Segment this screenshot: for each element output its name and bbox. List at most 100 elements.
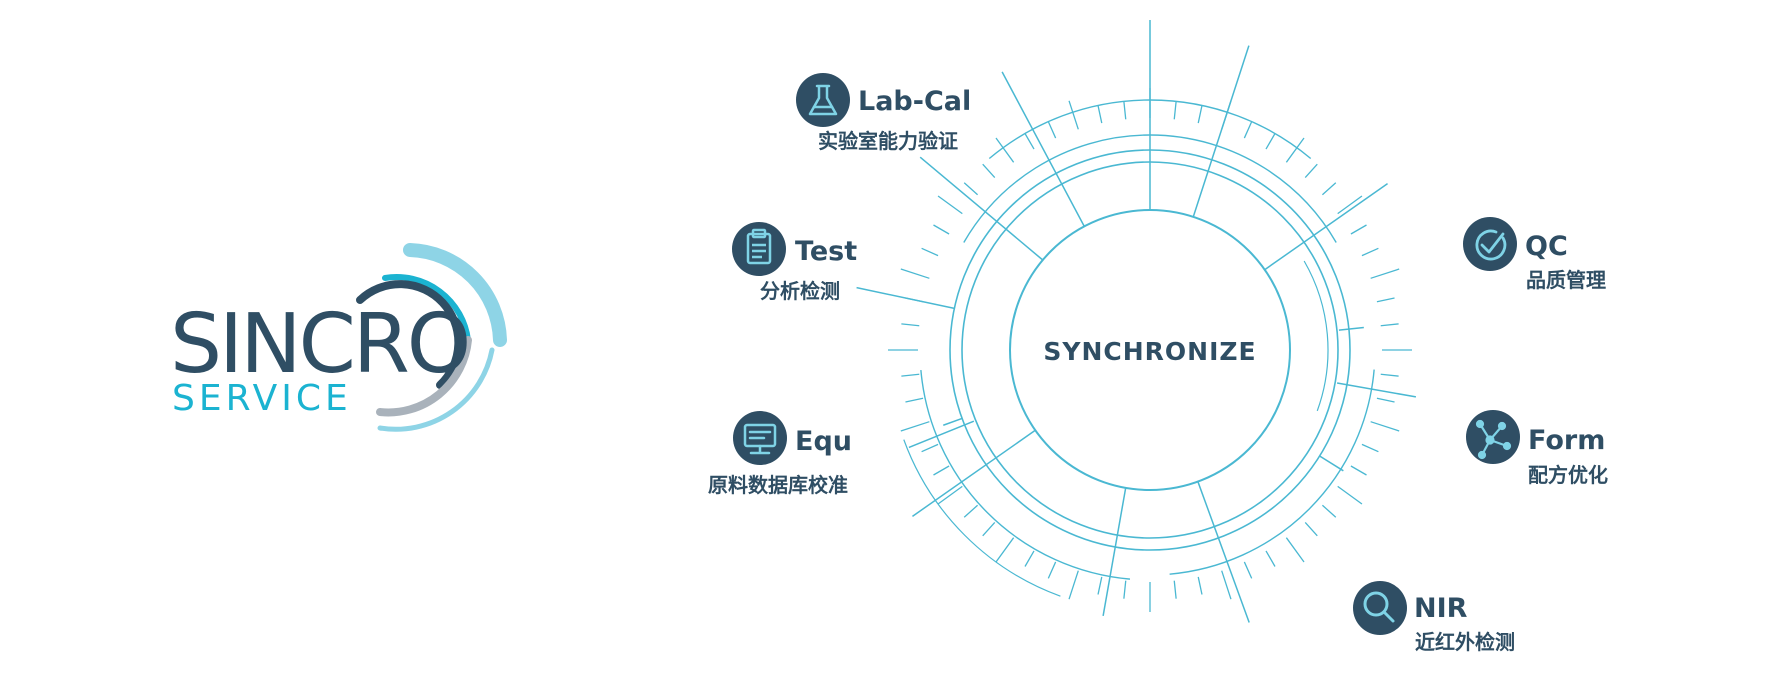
ring-tick (1097, 105, 1103, 124)
ring-tick (995, 537, 1015, 563)
nir-badge (1353, 581, 1407, 635)
ring-tick (900, 268, 930, 279)
center-circle (1009, 209, 1291, 491)
ring-tick (900, 421, 930, 432)
ring-tick (1024, 133, 1035, 150)
test-badge (732, 222, 786, 276)
ring-tick (1285, 137, 1305, 163)
ring-tick (1024, 550, 1035, 567)
ring-tick (982, 521, 996, 537)
ring-tick (1097, 576, 1103, 595)
ring-tick (1123, 580, 1127, 599)
ring-connector (1319, 455, 1344, 472)
ring-tick (982, 163, 996, 179)
flask-icon (808, 84, 838, 116)
ring-tick (1265, 133, 1276, 150)
ring-tick (1173, 101, 1177, 120)
radial-spoke (1102, 487, 1127, 617)
module-title: Equ (795, 426, 852, 457)
ring-tick (1361, 247, 1379, 257)
ring-tick (1376, 297, 1395, 303)
module-subtitle: 实验室能力验证 (818, 129, 958, 153)
lab-cal-badge (796, 73, 850, 127)
ring-arc (1303, 260, 1329, 412)
magnifier-icon (1363, 591, 1395, 623)
module-title: NIR (1414, 593, 1468, 624)
module-subtitle: 配方优化 (1528, 463, 1608, 487)
module-test[interactable]: Test 分析检测 (732, 222, 857, 303)
center-label: SYNCHRONIZE (1043, 337, 1256, 366)
radial-spoke (908, 420, 975, 449)
ring-tick (1285, 537, 1305, 563)
ring-tick (1221, 570, 1232, 600)
ring-tick (1197, 105, 1203, 124)
ring-tick (1173, 580, 1177, 599)
qc-badge (1463, 217, 1517, 271)
radial-spoke (856, 286, 955, 310)
ring-tick (901, 373, 920, 377)
module-subtitle: 品质管理 (1526, 268, 1606, 292)
ring-tick (1047, 561, 1057, 579)
ring-tick (1370, 421, 1400, 432)
ring-tick (933, 465, 950, 476)
ring-tick (1304, 163, 1318, 179)
ring-tick (1337, 485, 1363, 505)
ring-tick (1350, 465, 1367, 476)
ring-tick (1123, 101, 1127, 120)
ring-tick (1376, 397, 1395, 403)
radial-spoke (1192, 45, 1250, 218)
module-qc[interactable]: QC 品质管理 (1463, 217, 1606, 292)
radial-spoke (1264, 183, 1388, 271)
ring-tick (1350, 224, 1367, 235)
radial-spoke (919, 156, 1044, 261)
radial-spoke (1336, 382, 1417, 398)
module-title: Lab-Cal (858, 86, 971, 117)
radial-spoke (1001, 71, 1085, 227)
ring-tick (963, 504, 979, 518)
ring-tick (921, 443, 939, 453)
ring-tick (1243, 561, 1253, 579)
ring-tick (963, 182, 979, 196)
sync-diagram: SYNCHRONIZE (856, 20, 1417, 623)
ring-tick (1243, 121, 1253, 139)
ring-tick (1321, 182, 1337, 196)
ring-arc (1169, 369, 1375, 575)
module-subtitle: 近红外检测 (1415, 630, 1515, 654)
ring-tick (1197, 576, 1203, 595)
ring-tick (1370, 268, 1400, 279)
ring-tick (1337, 195, 1363, 215)
ring-tick (1380, 323, 1399, 327)
ring-tick (933, 224, 950, 235)
radial-spoke (1197, 481, 1250, 623)
ring-tick (1304, 521, 1318, 537)
ring-connector (1338, 326, 1364, 331)
ring-arc (920, 369, 1131, 580)
ring-tick (901, 323, 920, 327)
monitor-icon (743, 423, 777, 455)
module-nir[interactable]: NIR 近红外检测 (1353, 581, 1515, 654)
ring-tick (1265, 550, 1276, 567)
ring-arc (903, 439, 1061, 597)
module-subtitle: 分析检测 (760, 279, 840, 303)
ring-tick (937, 485, 963, 505)
module-title: Form (1528, 425, 1605, 456)
radial-lines (856, 20, 1417, 623)
ring-tick (995, 137, 1015, 163)
ring-tick (1361, 443, 1379, 453)
module-subtitle: 原料数据库校准 (708, 473, 848, 497)
clipboard-icon (746, 228, 772, 265)
ring-connector (943, 417, 963, 426)
logo-sub-text: SERVICE (172, 378, 352, 419)
module-title: Test (795, 236, 857, 267)
ring-tick (1380, 373, 1399, 377)
module-form[interactable]: Form 配方优化 (1466, 410, 1608, 487)
ring-tick (921, 247, 939, 257)
module-equ[interactable]: Equ 原料数据库校准 (708, 411, 852, 497)
ring-tick (905, 397, 924, 403)
ring-tick (937, 195, 963, 215)
logo-main-text: SINCRO (170, 297, 468, 392)
module-lab-cal[interactable]: Lab-Cal 实验室能力验证 (796, 73, 971, 153)
ring-tick (1047, 121, 1057, 139)
network-icon (1475, 419, 1512, 460)
